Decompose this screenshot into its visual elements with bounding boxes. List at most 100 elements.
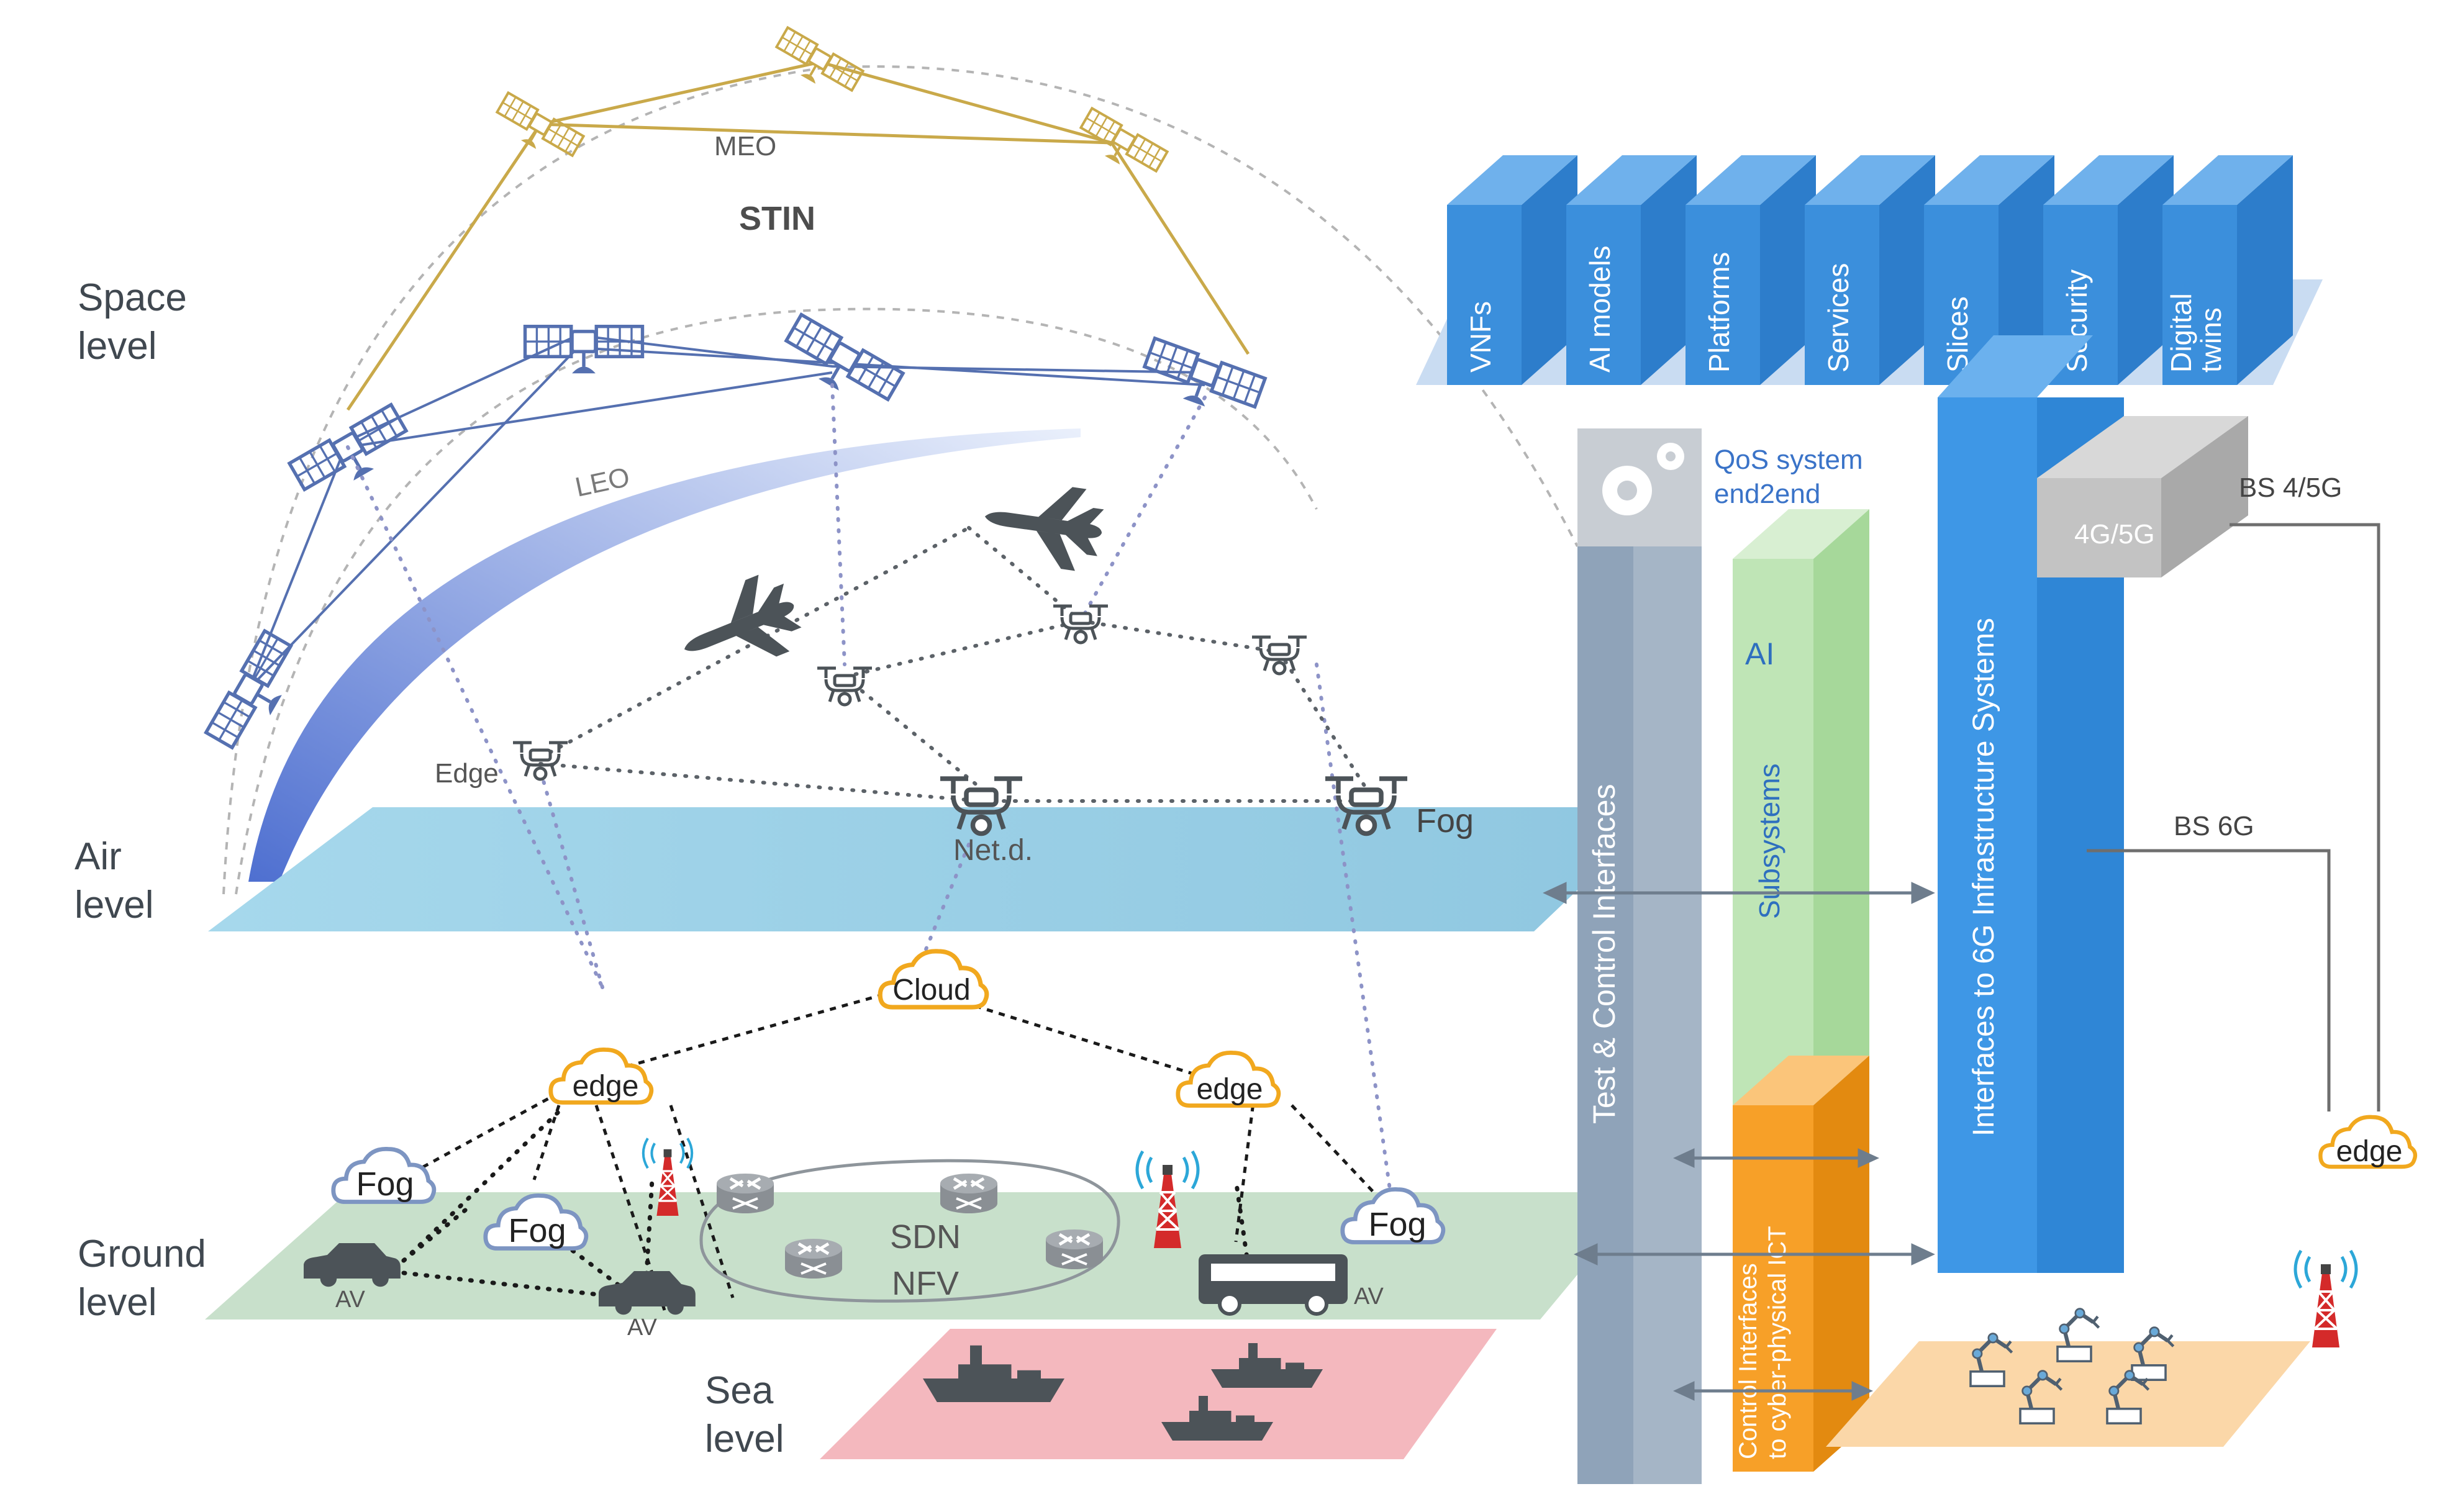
block-top [2162, 155, 2293, 205]
orbit-guides [222, 65, 1579, 895]
space-level-label-line1: Space [78, 276, 187, 319]
sdn-nfv-ring [699, 1159, 1120, 1303]
air-level-label-line1: Air [75, 835, 122, 878]
block-top [1924, 155, 2054, 205]
block-side [1760, 155, 1816, 385]
control-label-line1: Control Interfaces [1735, 1263, 1762, 1459]
av-label-3: AV [1354, 1283, 1384, 1310]
level-labels: Space level Air level Ground level Sea l… [75, 276, 784, 1460]
bus-icon [1199, 1254, 1348, 1316]
bs-box-label: 4G/5G [2074, 519, 2155, 550]
leo-satellite-icon-2 [289, 405, 414, 504]
av-label-1: AV [335, 1287, 366, 1313]
meo-satellite-icon-1 [489, 91, 585, 168]
drone-fog-label: Fog [1416, 802, 1474, 840]
clouds-orange [551, 951, 2415, 1167]
gear-icon [1602, 443, 1684, 515]
block-side [1522, 155, 1577, 385]
stin-label: STIN [739, 200, 815, 237]
av-labels: AV AV AV [335, 1283, 1384, 1341]
av-label-2: AV [627, 1315, 658, 1341]
block-label: Platforms [1703, 252, 1735, 373]
router-icon-3 [785, 1239, 842, 1279]
block-top [2043, 155, 2174, 205]
drone-icon-2 [817, 668, 872, 705]
fog-1-label: Fog [356, 1166, 414, 1203]
block-ai-models: AI models [1566, 155, 1697, 385]
router-icon-4 [1046, 1229, 1103, 1269]
ground-level-label-line2: level [78, 1281, 157, 1324]
sea-level-plane [820, 1329, 1497, 1459]
leo-satellite-icon-4 [778, 315, 903, 414]
drone-icon-edge [513, 743, 568, 779]
block-front [1447, 205, 1522, 385]
airplane-icon-1 [979, 475, 1108, 574]
test-control-pillar: Test & Control Interfaces [1577, 428, 1702, 1484]
control-label-line2: to cyber-physical ICT [1764, 1226, 1791, 1459]
block-side [1879, 155, 1935, 385]
control-interfaces-pillar: Control Interfaces to cyber-physical ICT [1733, 1056, 1869, 1472]
fog-3-label: Fog [1368, 1206, 1426, 1243]
block-side [2118, 155, 2174, 385]
cloud-labels: Cloud edge edge edge Fog Fog Fog [356, 974, 2402, 1249]
block-label: Slices [1941, 296, 1974, 373]
edge-far-label: edge [2336, 1135, 2403, 1168]
infra-label: Interfaces to 6G Infrastructure Systems [1967, 618, 2000, 1136]
leo-satellite-icon-1 [206, 631, 306, 756]
router-icon-1 [717, 1174, 774, 1213]
block-label: Services [1822, 263, 1854, 373]
sea-level-label-line2: level [705, 1418, 784, 1460]
edge-left-label: edge [573, 1070, 639, 1103]
block-label: Digital [2165, 293, 2197, 373]
block-top [1447, 155, 1577, 205]
block-label: VNFs [1464, 301, 1497, 373]
drone-icon-3 [1252, 637, 1307, 674]
block-label: twins [2195, 307, 2227, 373]
ai-label: AI [1745, 636, 1774, 671]
leo-arc [248, 428, 1081, 882]
meo-satellite-icon-2 [769, 26, 864, 102]
qos-label-line2: end2end [1714, 479, 1820, 509]
block-front [1805, 205, 1879, 385]
block-services: Services [1805, 155, 1935, 385]
dotted-links-gray [538, 526, 1368, 803]
block-front [1566, 205, 1641, 385]
subsystems-label: Subsystems [1753, 763, 1785, 919]
sea-level-label-line1: Sea [705, 1369, 774, 1412]
meo-label: MEO [714, 131, 776, 161]
edge-right-label: edge [1197, 1073, 1263, 1106]
ai-subsystems-pillar: AI Subsystems [1733, 509, 1869, 1105]
block-front [2162, 205, 2237, 385]
meo-satellites [489, 26, 1169, 183]
nfv-label: NFV [892, 1265, 959, 1302]
qos-label-line1: QoS system [1714, 445, 1863, 475]
block-top [1686, 155, 1816, 205]
factory-floor [1826, 1341, 2310, 1447]
cell-tower-icon-3 [2295, 1251, 2356, 1347]
drone-edge-label: Edge [435, 758, 499, 789]
space-level-label-line2: level [78, 325, 157, 368]
router-icon-2 [940, 1174, 997, 1213]
block-front [1686, 205, 1760, 385]
bs6-label: BS 6G [2174, 811, 2254, 841]
block-platforms: Platforms [1686, 155, 1816, 385]
block-side [2237, 155, 2293, 385]
cloud-label: Cloud [892, 974, 970, 1007]
air-level-label-line2: level [75, 884, 154, 926]
bs-4g5g-box: 4G/5G [2037, 416, 2248, 577]
block-side [1999, 155, 2054, 385]
ground-level-label-line1: Ground [78, 1233, 206, 1275]
bs45-label: BS 4/5G [2239, 473, 2342, 503]
infra-pillar: Interfaces to 6G Infrastructure Systems [1938, 335, 2124, 1273]
block-security: Security [2043, 155, 2174, 385]
leo-label: LEO [573, 462, 632, 503]
block-top [1566, 155, 1697, 205]
block-top [1805, 155, 1935, 205]
sdn-label: SDN [890, 1218, 961, 1256]
bs-links [2087, 523, 2380, 1111]
fog-2-label: Fog [508, 1212, 566, 1249]
meo-satellite-icon-3 [1073, 107, 1169, 183]
